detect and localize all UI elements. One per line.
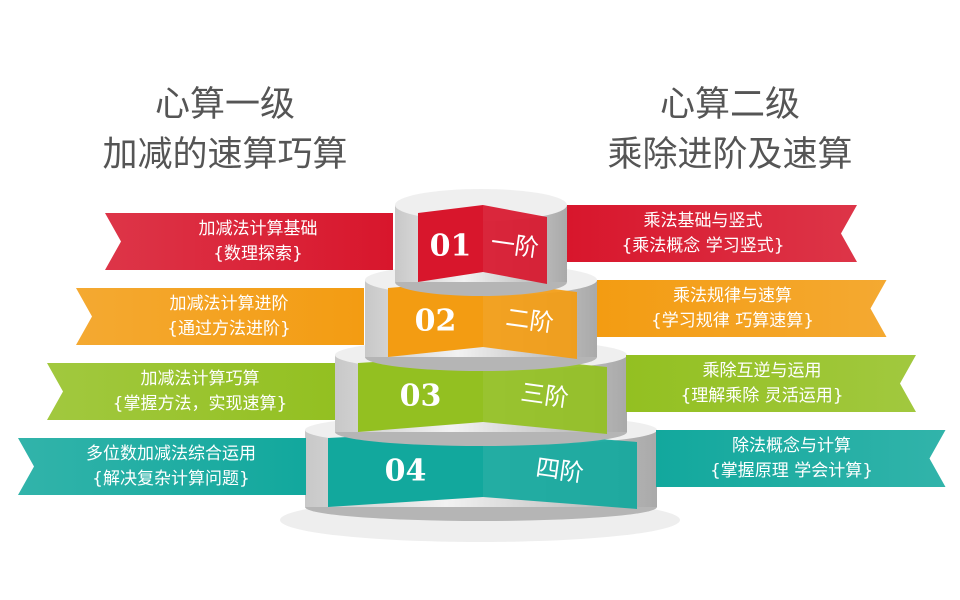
right-title: 心算二级 乘除进阶及速算 bbox=[530, 80, 930, 180]
tier-number: 01 bbox=[430, 229, 472, 264]
right-ribbon-sub: {乘法概念 学习竖式} bbox=[621, 235, 785, 256]
right-ribbon-sub: {学习规律 巧算速算} bbox=[650, 310, 815, 331]
left-ribbon-sub: {数理探索} bbox=[213, 243, 303, 264]
left-ribbon-title: 加减法计算进阶 bbox=[169, 293, 289, 314]
tier-front-right bbox=[483, 355, 607, 434]
tier-front-left bbox=[328, 430, 483, 507]
left-ribbon-title: 加减法计算基础 bbox=[198, 218, 318, 239]
left-ribbon-1: 加减法计算基础 {数理探索} bbox=[105, 213, 393, 270]
tier-front-right bbox=[483, 430, 637, 509]
tier-front-right bbox=[483, 205, 547, 284]
left-ribbon-sub: {掌握方法，实现速算} bbox=[112, 393, 288, 414]
tier-front-right bbox=[483, 280, 577, 359]
right-ribbon-title: 除法概念与计算 bbox=[732, 435, 851, 456]
left-ribbon-title: 多位数加减法综合运用 bbox=[86, 443, 256, 464]
tier-number: 02 bbox=[415, 304, 457, 339]
right-title-line2: 乘除进阶及速算 bbox=[607, 135, 853, 175]
left-title: 心算一级 加减的速算巧算 bbox=[25, 80, 425, 180]
left-ribbon-2: 加减法计算进阶 {通过方法进阶} bbox=[76, 288, 364, 345]
tier-number: 04 bbox=[385, 454, 427, 489]
left-ribbon-sub: {通过方法进阶} bbox=[167, 318, 291, 339]
tier-number: 03 bbox=[400, 379, 442, 414]
left-ribbon-sub: {解决复杂计算问题} bbox=[92, 468, 250, 489]
right-ribbon-sub: {理解乘除 灵活运用} bbox=[680, 385, 844, 406]
right-ribbon-2: 乘法规律与速算 {学习规律 巧算速算} bbox=[597, 280, 887, 337]
right-ribbon-title: 乘法规律与速算 bbox=[673, 285, 792, 306]
tier-stage-label: 四阶 bbox=[534, 453, 585, 487]
right-ribbon-1: 乘法基础与竖式 {乘法概念 学习竖式} bbox=[567, 205, 857, 262]
tier-front-left bbox=[358, 355, 483, 432]
left-ribbon-3: 加减法计算巧算 {掌握方法，实现速算} bbox=[47, 363, 335, 420]
pyramid-tier-1: 01 一阶 bbox=[395, 189, 567, 296]
tier-stage-label: 二阶 bbox=[504, 303, 555, 337]
left-ribbon-title: 加减法计算巧算 bbox=[140, 368, 260, 389]
tier-front-left bbox=[388, 280, 483, 357]
right-ribbon-4: 除法概念与计算 {掌握原理 学会计算} bbox=[656, 430, 946, 487]
right-title-line1: 心算二级 bbox=[659, 85, 800, 125]
left-title-line1: 心算一级 bbox=[154, 85, 295, 125]
left-title-line2: 加减的速算巧算 bbox=[102, 135, 348, 175]
right-ribbon-title: 乘法基础与竖式 bbox=[643, 210, 763, 231]
left-ribbon-4: 多位数加减法综合运用 {解决复杂计算问题} bbox=[18, 438, 306, 495]
right-ribbon-sub: {掌握原理 学会计算} bbox=[709, 460, 874, 481]
tier-stage-label: 三阶 bbox=[519, 378, 570, 412]
right-ribbon-3: 乘除互逆与运用 {理解乘除 灵活运用} bbox=[626, 355, 916, 412]
tier-stage-label: 一阶 bbox=[489, 228, 540, 262]
right-ribbon-title: 乘除互逆与运用 bbox=[702, 360, 822, 381]
tier-front-left bbox=[418, 205, 483, 282]
